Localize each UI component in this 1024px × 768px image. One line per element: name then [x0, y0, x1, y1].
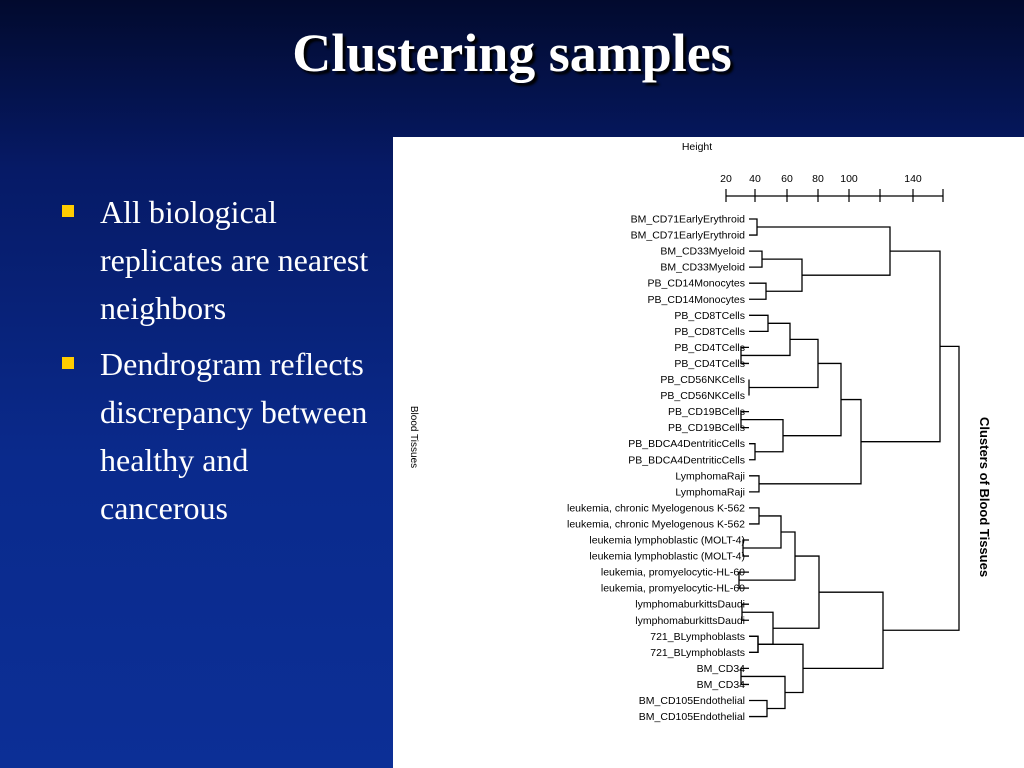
dendrogram-branch — [741, 603, 749, 621]
dendrogram-branch — [749, 218, 758, 236]
bullet-text: Dendrogram reflects discrepancy between … — [100, 346, 368, 526]
leaf-label: BM_CD34 — [697, 679, 746, 691]
leaf-label: PB_BDCA4DentriticCells — [628, 438, 745, 450]
dendrogram-branch — [743, 515, 782, 549]
dendrogram-branch — [749, 635, 759, 653]
dendrogram-branch — [803, 591, 884, 670]
bullet-list: All biological replicates are nearest ne… — [62, 188, 382, 540]
leaf-label: BM_CD33Myeloid — [660, 262, 745, 274]
dendrogram-svg: Height 20 40 60 80 100 140 BM_CD71EarlyErythr… — [408, 141, 992, 724]
dendrogram-branch — [749, 282, 767, 300]
dendrogram-branch — [783, 362, 842, 437]
dendrogram-branch — [738, 571, 749, 589]
leaf-label: LymphomaRaji — [675, 470, 745, 482]
leaf-label: PB_CD8TCells — [674, 310, 745, 322]
dendrogram-branch — [861, 250, 941, 443]
dendrogram-branch — [739, 531, 796, 581]
dendrogram-branch — [758, 643, 804, 694]
dendrogram-branch — [740, 346, 749, 365]
leaf-label: BM_CD105Endothelial — [639, 695, 745, 707]
leaf-label: PB_CD4TCells — [674, 358, 745, 370]
dendrogram-branch — [741, 322, 791, 357]
leaf-label: lymphomaburkittsDaudi — [635, 599, 745, 611]
dendrogram-branch — [749, 250, 763, 268]
height-axis: 20 40 60 80 100 140 — [720, 173, 944, 202]
leaf-label: leukemia lymphoblastic (MOLT-4) — [589, 551, 745, 563]
axis-title: Height — [682, 141, 712, 153]
axis-tick-label: 20 — [720, 173, 732, 185]
axis-tick-label: 40 — [749, 173, 761, 185]
leaf-label: PB_CD56NKCells — [660, 390, 745, 402]
leaf-label: PB_CD14Monocytes — [648, 278, 745, 290]
leaf-label: PB_CD14Monocytes — [648, 294, 745, 306]
right-axis-label: Clusters of Blood Tissues — [977, 417, 992, 577]
dendrogram-branch — [749, 699, 768, 718]
dendrogram-branch — [749, 475, 760, 493]
leaf-label: BM_CD71EarlyErythroid — [631, 214, 746, 226]
axis-tick-label: 140 — [904, 173, 922, 185]
dendrogram-branch — [883, 345, 960, 631]
leaf-label: leukemia, promyelocytic-HL-60 — [601, 567, 745, 579]
leaf-label: BM_CD33Myeloid — [660, 246, 745, 258]
dendrogram-branch — [741, 418, 784, 453]
dendrogram-branch — [749, 635, 759, 653]
bullet-item: Dendrogram reflects discrepancy between … — [62, 340, 382, 532]
bullet-text: All biological replicates are nearest ne… — [100, 194, 369, 326]
leaf-labels: BM_CD71EarlyErythroidBM_CD71EarlyErythro… — [567, 214, 745, 724]
left-axis-label: Blood Tissues — [408, 406, 419, 468]
dendrogram-figure: Height 20 40 60 80 100 140 BM_CD71EarlyErythr… — [393, 137, 1024, 768]
bullet-item: All biological replicates are nearest ne… — [62, 188, 382, 332]
leaf-label: 721_BLymphoblasts — [650, 647, 745, 659]
bullet-square-icon — [62, 205, 74, 217]
dendrogram-branch — [773, 555, 820, 629]
dendrogram-branch — [757, 226, 891, 276]
leaf-label: lymphomaburkittsDaudi — [635, 615, 745, 627]
dendrogram-branch — [759, 398, 862, 485]
leaf-label: BM_CD71EarlyErythroid — [631, 230, 746, 242]
dendrogram-branch — [749, 314, 769, 332]
axis-tick-label: 80 — [812, 173, 824, 185]
leaf-label: 721_BLymphoblasts — [650, 631, 745, 643]
leaf-label: PB_CD19BCells — [668, 406, 745, 418]
dendrogram-branch — [741, 675, 786, 710]
dendrogram-branch — [740, 410, 749, 429]
leaf-label: PB_CD4TCells — [674, 342, 745, 354]
bullet-square-icon — [62, 357, 74, 369]
dendrogram-branch — [749, 338, 819, 389]
leaf-label: BM_CD34 — [697, 663, 746, 675]
leaf-label: PB_CD56NKCells — [660, 374, 745, 386]
dendrogram-branch — [740, 667, 749, 686]
axis-tick-label: 100 — [840, 173, 858, 185]
leaf-label: leukemia, chronic Myelogenous K-562 — [567, 502, 745, 514]
leaf-label: leukemia, promyelocytic-HL-60 — [601, 583, 745, 595]
dendrogram-branch — [749, 443, 756, 461]
dendrogram-branch — [749, 507, 760, 525]
leaf-label: PB_BDCA4DentriticCells — [628, 454, 745, 466]
leaf-label: BM_CD105Endothelial — [639, 711, 745, 723]
leaf-label: PB_CD19BCells — [668, 422, 745, 434]
leaf-label: PB_CD8TCells — [674, 326, 745, 338]
slide-title: Clustering samples — [292, 23, 732, 83]
leaf-label: leukemia, chronic Myelogenous K-562 — [567, 518, 745, 530]
leaf-label: LymphomaRaji — [675, 486, 745, 498]
axis-tick-label: 60 — [781, 173, 793, 185]
dendrogram-branch — [762, 258, 803, 292]
dendrogram-branch — [742, 539, 749, 557]
leaf-label: leukemia lymphoblastic (MOLT-4) — [589, 535, 745, 547]
dendrogram-branches — [738, 218, 960, 718]
